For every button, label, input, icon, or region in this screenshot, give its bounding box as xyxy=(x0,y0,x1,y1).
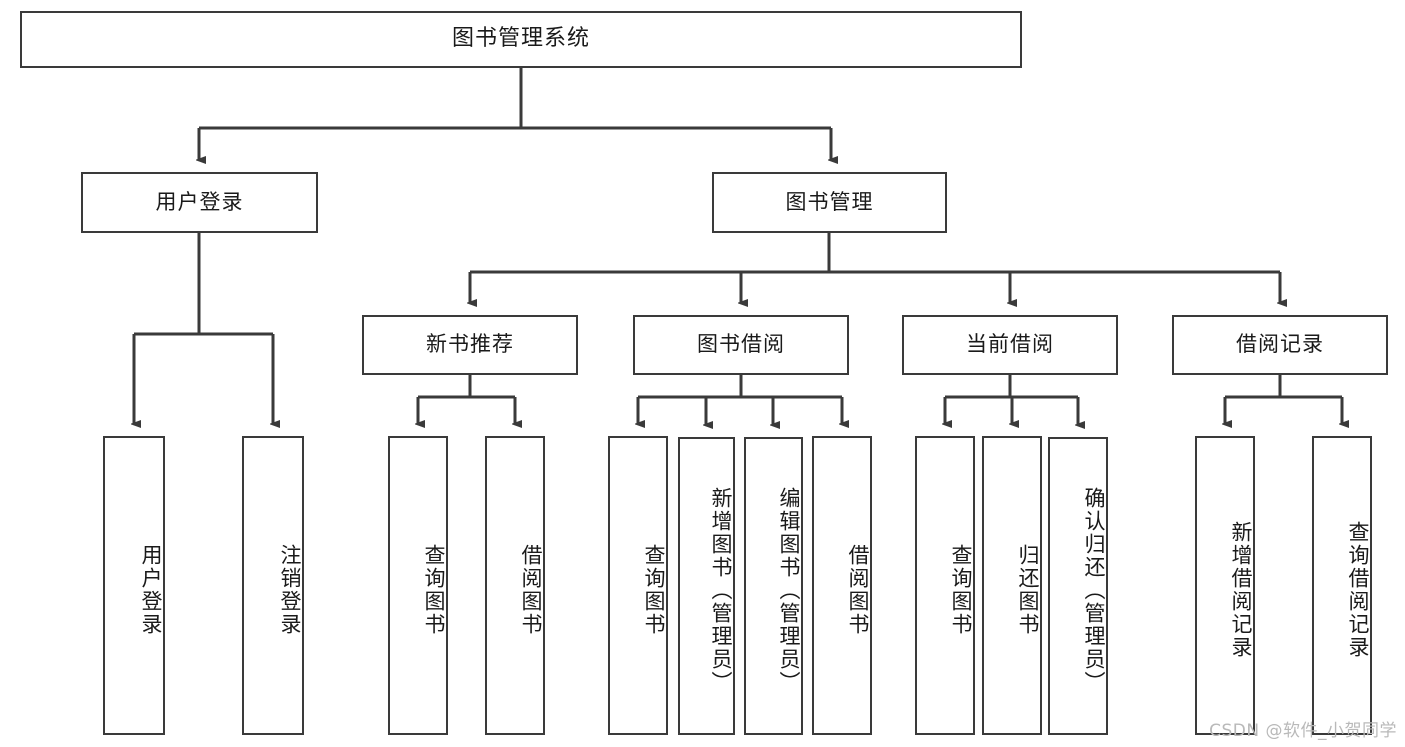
node-root[interactable]: 图书管理系统 xyxy=(20,11,1022,68)
leaf-label: 查询图书 xyxy=(642,543,666,636)
csdn-watermark: CSDN @软件_小贺同学 xyxy=(1209,721,1397,741)
leaf-label: 确认归还（管理员） xyxy=(1082,486,1106,694)
leaf-edit-book-admin[interactable]: 编辑图书（管理员） xyxy=(744,437,803,735)
node-book-management[interactable]: 图书管理 xyxy=(712,172,947,233)
leaf-query-book-current[interactable]: 查询图书 xyxy=(915,436,975,735)
leaf-label: 查询图书 xyxy=(422,543,446,636)
leaf-label: 查询借阅记录 xyxy=(1346,520,1370,659)
node-current-borrow[interactable]: 当前借阅 xyxy=(902,315,1118,375)
leaf-label: 查询图书 xyxy=(949,543,973,636)
leaf-return-book[interactable]: 归还图书 xyxy=(982,436,1042,735)
leaf-user-login[interactable]: 用户登录 xyxy=(103,436,165,735)
leaf-confirm-return-admin[interactable]: 确认归还（管理员） xyxy=(1048,437,1108,735)
node-book-borrow[interactable]: 图书借阅 xyxy=(633,315,849,375)
leaf-borrow-book-newbook[interactable]: 借阅图书 xyxy=(485,436,545,735)
leaf-logout[interactable]: 注销登录 xyxy=(242,436,304,735)
leaf-query-borrow-record[interactable]: 查询借阅记录 xyxy=(1312,436,1372,735)
leaf-label: 用户登录 xyxy=(139,543,163,636)
leaf-add-borrow-record[interactable]: 新增借阅记录 xyxy=(1195,436,1255,735)
leaf-label: 注销登录 xyxy=(278,543,302,636)
leaf-query-book-borrow[interactable]: 查询图书 xyxy=(608,436,668,735)
node-user-login[interactable]: 用户登录 xyxy=(81,172,318,233)
leaf-query-book-newbook[interactable]: 查询图书 xyxy=(388,436,448,735)
leaf-add-book-admin[interactable]: 新增图书（管理员） xyxy=(678,437,735,735)
leaf-lend-book[interactable]: 借阅图书 xyxy=(812,436,872,735)
leaf-label: 新增借阅记录 xyxy=(1229,520,1253,659)
leaf-label: 借阅图书 xyxy=(519,543,543,636)
node-new-book-recommend[interactable]: 新书推荐 xyxy=(362,315,578,375)
leaf-label: 编辑图书（管理员） xyxy=(777,486,801,694)
leaf-label: 借阅图书 xyxy=(846,543,870,636)
node-borrow-records[interactable]: 借阅记录 xyxy=(1172,315,1388,375)
leaf-label: 新增图书（管理员） xyxy=(709,486,733,694)
leaf-label: 归还图书 xyxy=(1016,543,1040,636)
